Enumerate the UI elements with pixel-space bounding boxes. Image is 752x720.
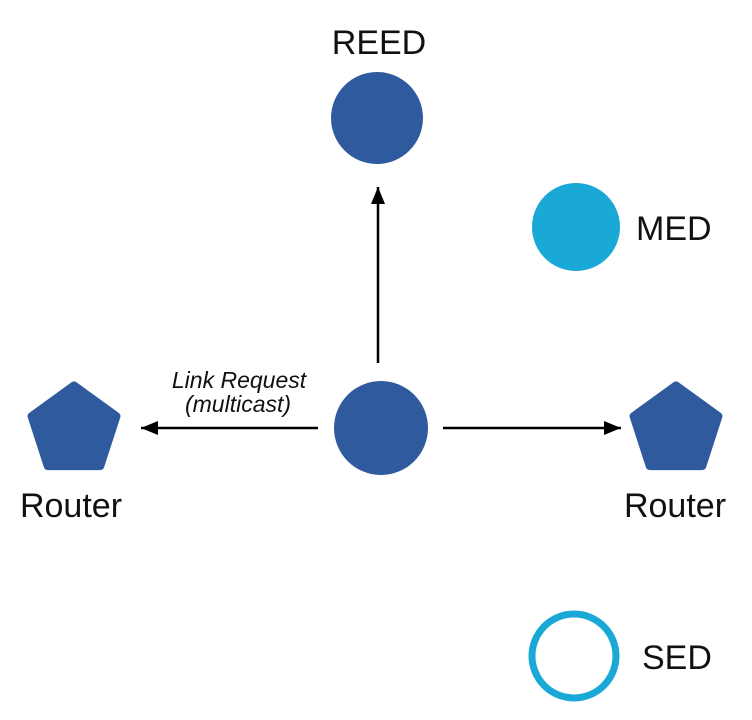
link-request-annotation-line2: (multicast) [185,391,291,417]
router-right-label: Router [624,487,726,525]
link-request-annotation-line1: Link Request [172,367,308,393]
router-right-pentagon [629,381,723,471]
sed-node-circle [528,610,620,702]
reed-node-circle [331,72,423,164]
router-left-label: Router [20,487,122,525]
reed-label: REED [332,24,426,62]
center-node-circle [334,381,428,475]
med-node-circle [532,183,620,271]
router-left-pentagon [27,381,121,471]
sed-label: SED [642,639,712,677]
med-label: MED [636,210,712,248]
